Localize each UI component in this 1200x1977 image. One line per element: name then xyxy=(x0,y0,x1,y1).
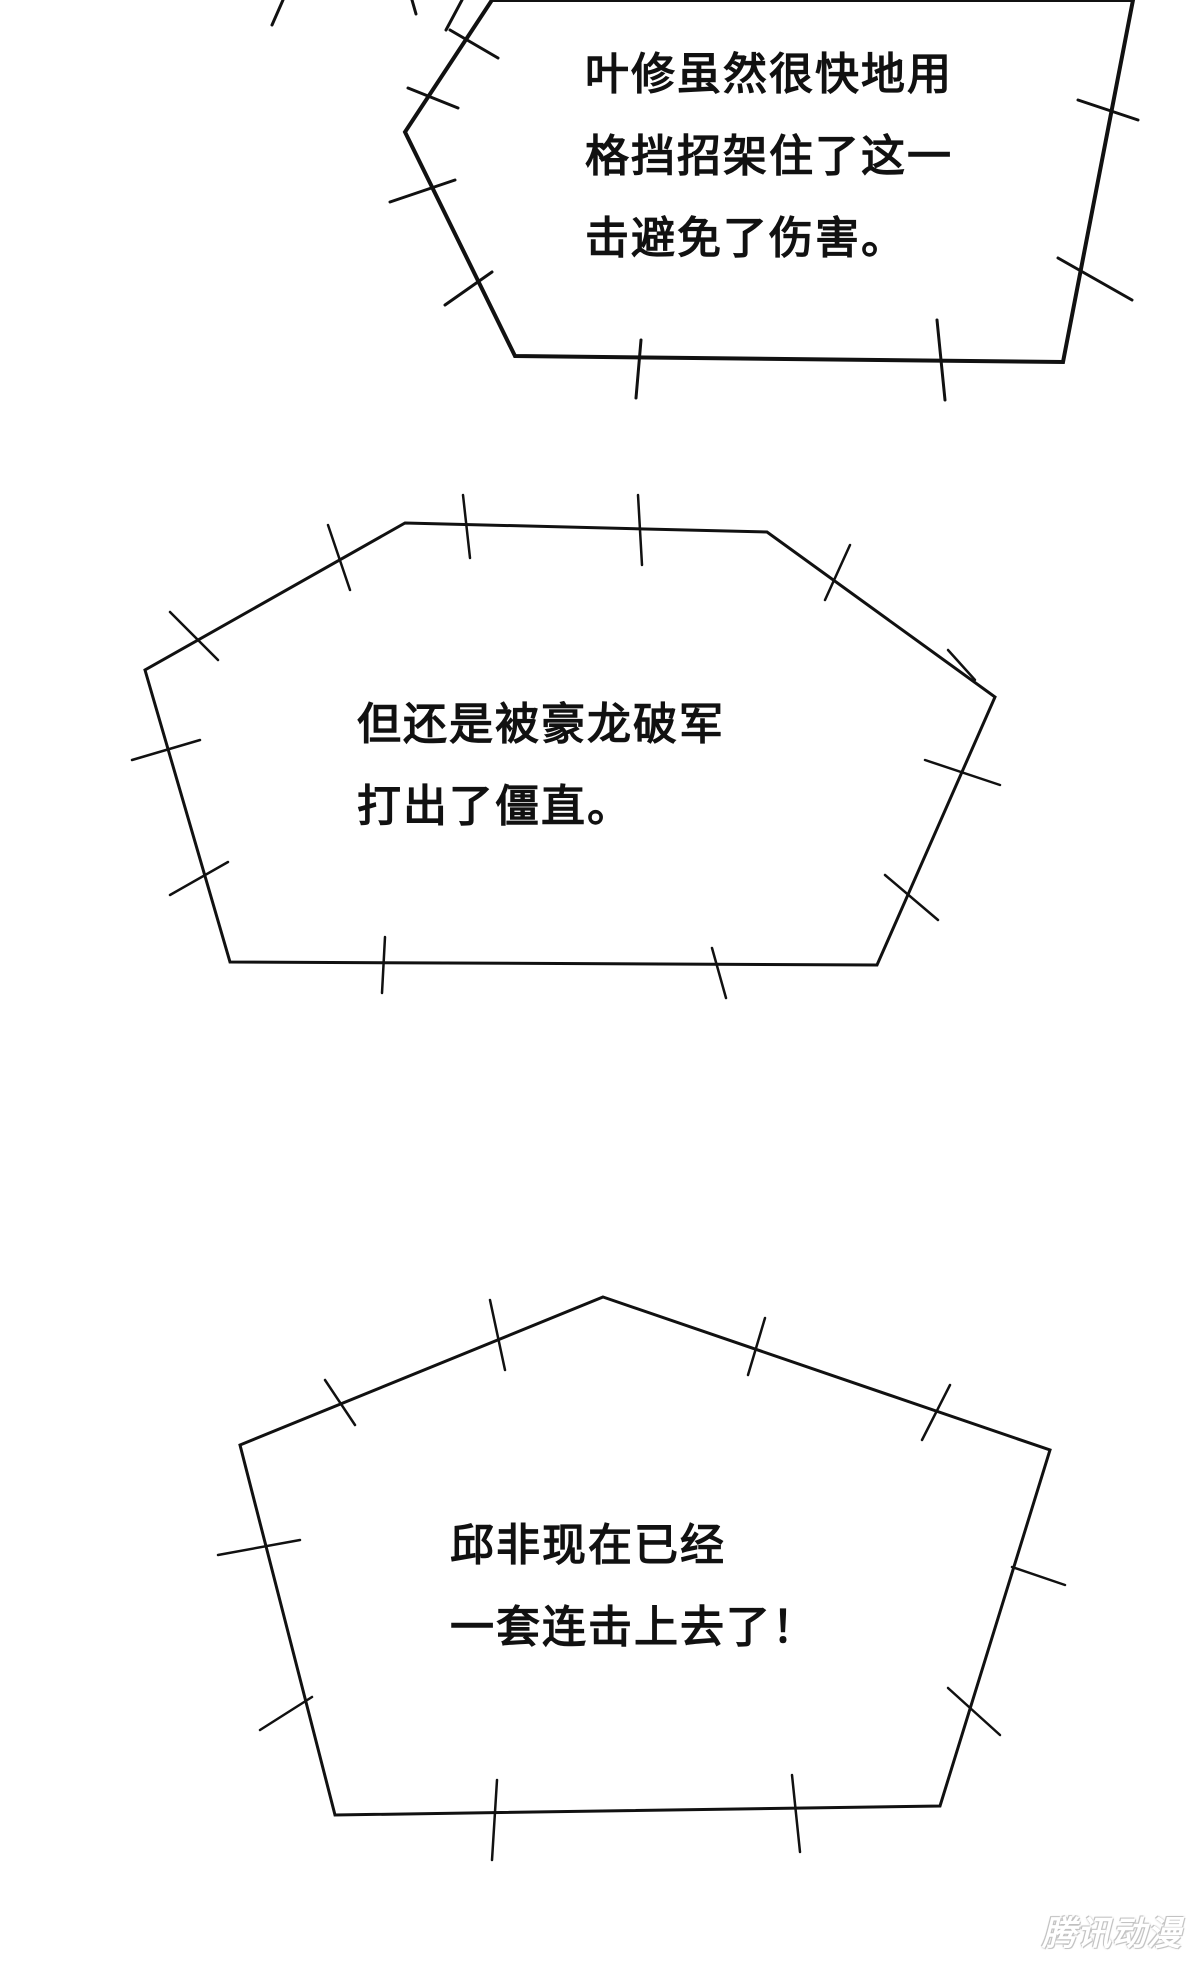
bubble-1-text: 叶修虽然很快地用 格挡招架住了这一 击避免了伤害。 xyxy=(585,34,953,280)
speech-bubble-1 xyxy=(388,0,1140,402)
bubble-3-line-1: 邱非现在已经 xyxy=(450,1520,726,1571)
bubble-1-line-3: 击避免了伤害。 xyxy=(585,213,907,264)
bubble-2-line-2: 打出了僵直。 xyxy=(357,781,633,832)
bubble-1-line-2: 格挡招架住了这一 xyxy=(585,131,953,182)
watermark-logo: 腾讯动漫 xyxy=(1042,1914,1182,1954)
bubble-1-line-1: 叶修虽然很快地用 xyxy=(585,49,953,100)
bubble-3-line-2: 一套连击上去了！ xyxy=(450,1602,818,1653)
speech-bubble-2 xyxy=(130,493,1002,1000)
bubble-2-text: 但还是被豪龙破军 打出了僵直。 xyxy=(357,684,725,848)
stray-marks xyxy=(270,0,464,32)
bubble-2-line-1: 但还是被豪龙破军 xyxy=(357,699,725,750)
speech-bubble-3 xyxy=(216,1295,1067,1862)
bubble-3-text: 邱非现在已经 一套连击上去了！ xyxy=(450,1505,818,1669)
